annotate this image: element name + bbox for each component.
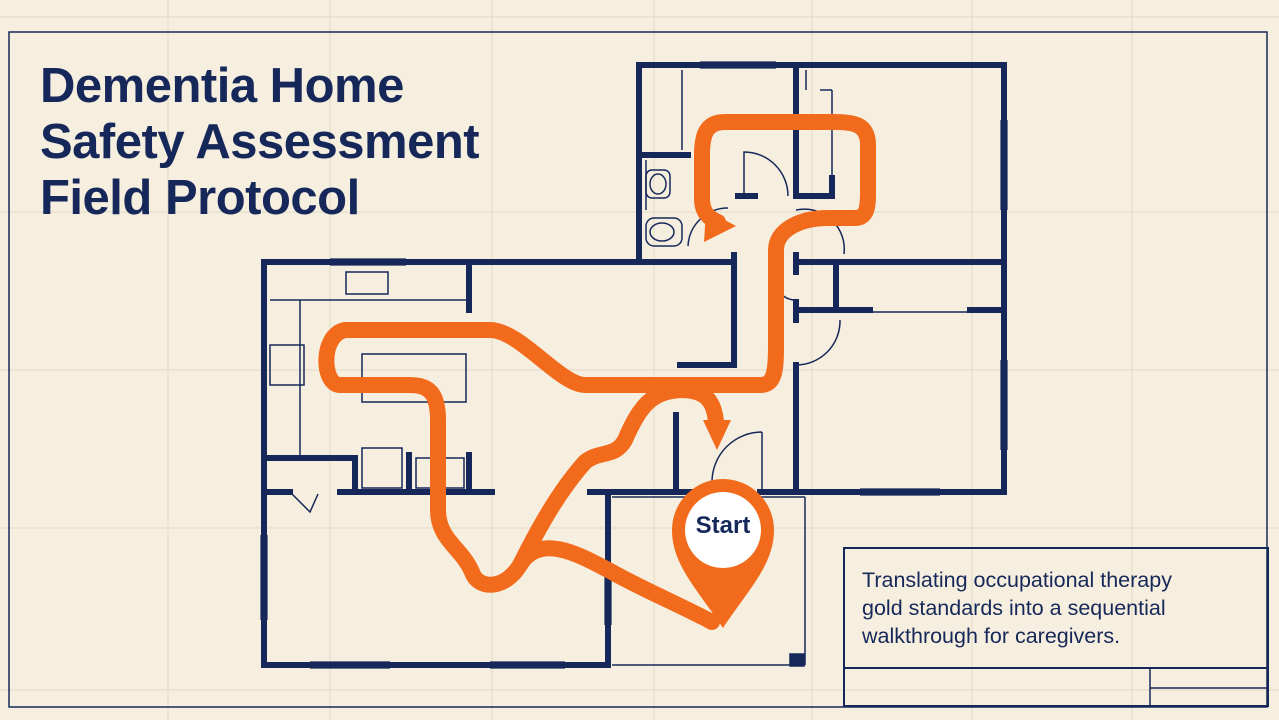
title-line-2: Safety Assessment xyxy=(40,115,480,169)
page-title: Dementia Home Safety Assessment Field Pr… xyxy=(40,58,600,226)
arrowhead-top xyxy=(704,210,736,242)
caption-text: Translating occupational therapy gold st… xyxy=(862,566,1252,650)
caption-line-3: walkthrough for caregivers. xyxy=(862,624,1121,648)
title-line-1: Dementia Home xyxy=(40,59,404,113)
arrowhead-middle xyxy=(703,420,731,450)
title-line-3: Field Protocol xyxy=(40,171,360,225)
title-block-box xyxy=(843,547,1269,707)
start-label: Start xyxy=(695,512,751,539)
plan-details xyxy=(260,61,1008,669)
caption-line-2: gold standards into a sequential xyxy=(862,596,1166,620)
floor-plan xyxy=(261,62,1007,668)
drawing-border xyxy=(8,31,1268,708)
start-pin xyxy=(672,479,774,628)
walkthrough-route xyxy=(318,114,876,630)
caption-line-1: Translating occupational therapy xyxy=(862,568,1172,592)
route-arrowheads xyxy=(703,210,736,450)
